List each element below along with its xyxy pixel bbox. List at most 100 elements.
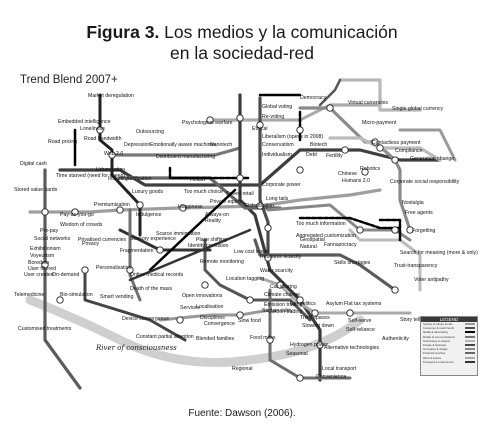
station-label: Time starved (need for speed)	[56, 173, 126, 179]
station-label: Psychological warfare	[182, 120, 233, 126]
legend-row: Society & culture trends	[421, 322, 477, 326]
station-label: Contactless payment	[372, 140, 421, 146]
station-label: Aggregated customization	[296, 233, 356, 239]
figure-title: Figura 3. Los medios y la comunicación	[86, 22, 398, 42]
station-label: Pay-as-you-go	[60, 212, 94, 218]
station-label: Car politics	[290, 301, 316, 307]
station-label: Outsourcing	[136, 129, 164, 135]
legend-row: People & business	[421, 343, 477, 347]
legend-swatch	[465, 344, 475, 347]
station-label: Seasonal	[286, 351, 308, 357]
station-label: Local transport	[322, 366, 357, 372]
figure-title-line2: en la sociedad-red	[170, 43, 314, 63]
station-label: Conservatism	[262, 142, 294, 148]
station-label: Self-serve	[348, 318, 371, 324]
legend-label: Work & leisure	[423, 355, 442, 360]
station-label: Location tagging	[226, 276, 264, 282]
legend-row: Consumer & retail trends	[421, 326, 477, 330]
station-label: Resource scarcity	[260, 254, 302, 260]
station-label: Search for meaning (more & only)	[400, 250, 478, 256]
station-label: Asylum	[326, 301, 343, 307]
station-label: Nanotech	[210, 142, 232, 148]
station-label: Privatised currencies	[78, 237, 127, 243]
station-label: Remote monitoring	[200, 259, 244, 265]
station-label: Distributed manufacturing	[156, 154, 215, 160]
station-label: Emotionally aware machines	[150, 142, 216, 148]
legend-label: Innovation & design	[423, 347, 448, 352]
station-label: Single global currency	[392, 106, 443, 112]
station-label: Customised treatments	[18, 326, 72, 332]
station-label: Free agents	[405, 210, 433, 216]
station-label: Re-voting	[262, 114, 284, 120]
station-label: Localisation	[196, 304, 224, 310]
station-label: Water scarcity	[260, 268, 293, 274]
legend-swatch	[465, 348, 475, 351]
station-label: Chinese	[338, 171, 357, 177]
station-label: Biotech	[310, 142, 327, 148]
legend-heading: LEGEND	[421, 317, 477, 322]
station-label: Privacy	[82, 241, 99, 247]
station-label: Micro-payment	[362, 120, 397, 126]
station-label: Stored value cards	[14, 187, 58, 193]
station-label: River of consciousness	[95, 344, 177, 352]
legend-row: Work & leisure	[421, 356, 477, 360]
station-label: Carbon trading	[268, 309, 302, 315]
station-label: Road pricing	[48, 139, 77, 145]
station-label: Services	[180, 305, 200, 311]
station-label: Skills shortages	[334, 260, 371, 266]
station-label: Hydrogen power	[290, 342, 328, 348]
station-label: Constant partial attention	[136, 334, 194, 340]
station-label: Place shifting	[196, 237, 227, 243]
station-label: Self-reliance	[346, 327, 375, 333]
station-label: Third spaces	[300, 315, 330, 321]
legend-label: Mobile & communications	[423, 334, 455, 339]
legend-swatch	[465, 335, 475, 338]
station-label: Convenience	[316, 374, 346, 380]
station-label: Global voting	[262, 104, 292, 110]
station-label: Flat tax systems	[344, 301, 382, 307]
legend-row: Technology & science	[421, 339, 477, 343]
station-label: Luxury goods	[132, 189, 164, 195]
station-label: Social networks	[34, 236, 71, 242]
legend-row: Transport & environment	[421, 360, 477, 364]
station-label: Sensory experience	[130, 236, 176, 242]
station-label: Always-on	[205, 212, 229, 218]
station-label: Exhibitionism	[30, 246, 61, 252]
station-label: Debt	[306, 152, 318, 158]
legend-label: Media & advertising	[423, 330, 448, 335]
station-label: Disciplines	[200, 315, 225, 321]
station-label: Generation change	[410, 156, 454, 162]
station-label: Speed retail	[226, 191, 254, 197]
station-label: Sustainability	[262, 308, 293, 314]
station-label: Trust-transparency	[394, 263, 438, 269]
station-label: Market deregulation	[88, 93, 134, 99]
station-label: Climate change	[264, 292, 300, 298]
station-label: Low cost travel	[234, 249, 269, 255]
station-label: Online medical records	[130, 272, 183, 278]
station-label: Individualism	[262, 152, 292, 158]
station-label: On-demand	[52, 272, 80, 278]
legend-label: Technology & science	[423, 338, 451, 343]
station-label: Food miles	[250, 335, 276, 341]
legend-row: Media & advertising	[421, 330, 477, 334]
station-label: Geospatial	[300, 237, 325, 243]
figure-source: Fuente: Dawson (2006).	[188, 408, 296, 419]
station-label: Boredom	[28, 260, 49, 266]
station-label: Authenticity	[382, 336, 409, 342]
legend-swatch	[465, 331, 475, 334]
station-label: Story telling	[400, 317, 427, 323]
station-label: Blended families	[196, 336, 234, 342]
station-label: Nostalgia	[402, 200, 424, 206]
legend-label: Society & culture trends	[423, 322, 453, 327]
station-label: Humans 2.0	[342, 178, 370, 184]
station-label: Digital cash	[20, 161, 47, 167]
station-label: Device convergence	[122, 316, 169, 322]
station-label: Death of the mass	[130, 286, 173, 292]
station-label: Robotics	[360, 166, 381, 172]
legend-swatch	[465, 323, 475, 326]
station-label: Ethical	[252, 126, 268, 132]
station-label: Reality	[205, 218, 221, 224]
station-label: Alternative technologies	[324, 345, 379, 351]
station-label: Voyeurism	[30, 253, 54, 259]
